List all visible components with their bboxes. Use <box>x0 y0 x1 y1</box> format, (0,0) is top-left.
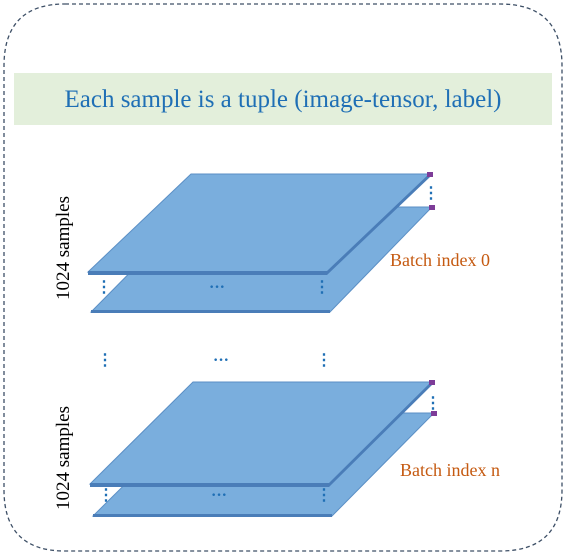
batch-0-marker-top <box>427 172 433 177</box>
mid-hdots: ··· <box>213 352 229 369</box>
mid-vdots-left: ⋮ <box>97 352 113 369</box>
batch-n-marker-top <box>429 380 435 385</box>
batch-n: ⋮ ⋮ ··· ⋮ 1024 samples Batch index n <box>53 380 500 517</box>
batch-0-marker-bottom <box>429 205 435 210</box>
batch-n-vdots-left: ⋮ <box>98 487 114 504</box>
mid-vdots-right: ⋮ <box>316 352 332 369</box>
dashed-container <box>3 3 563 552</box>
title-banner <box>14 73 552 125</box>
batch-n-vdots-mid: ⋮ <box>316 487 332 504</box>
batch-n-bottom-edge <box>93 514 332 517</box>
batch-0-vdots-mid: ⋮ <box>314 279 330 296</box>
batch-n-label: Batch index n <box>400 460 500 480</box>
batch-n-hdots: ··· <box>211 487 227 504</box>
batch-0-side-label: 1024 samples <box>53 196 74 300</box>
batch-0-label: Batch index 0 <box>390 250 490 270</box>
title-text: Each sample is a tuple (image-tensor, la… <box>64 86 501 113</box>
batch-0-vdots-left: ⋮ <box>96 279 112 296</box>
batch-0: ⋮ ⋮ ··· ⋮ 1024 samples Batch index 0 <box>53 172 490 313</box>
batch-n-side-label: 1024 samples <box>53 406 74 510</box>
between-batches-ellipsis: ⋮ ··· ⋮ <box>97 352 332 369</box>
batch-n-marker-bottom <box>431 411 437 416</box>
batch-n-vdots-right: ⋮ <box>425 395 441 412</box>
batch-0-hdots: ··· <box>209 279 225 296</box>
batch-0-vdots-right: ⋮ <box>423 185 439 202</box>
batch-0-bottom-edge <box>91 310 330 313</box>
